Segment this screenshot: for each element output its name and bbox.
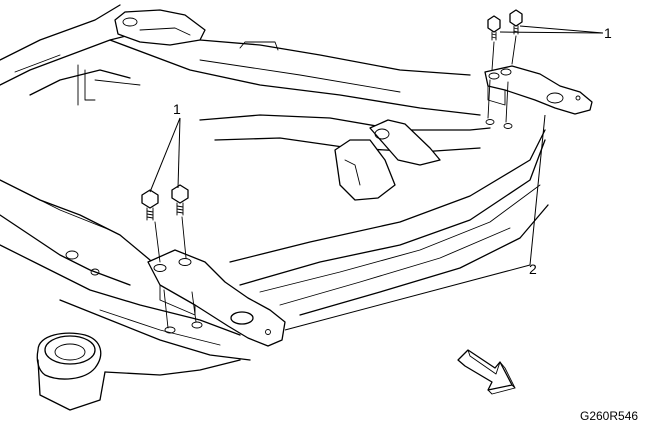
front-direction-arrow-icon: [457, 349, 516, 395]
bolt-upper-b: [509, 9, 523, 35]
bolts-lower-pair: [141, 184, 197, 329]
bolt-upper-a: [487, 15, 501, 41]
callout-label-bolts-upper: 1: [604, 25, 612, 41]
bolt-lower-b: [171, 184, 189, 216]
callout-label-bolts-lower: 1: [173, 101, 181, 117]
bracket-lower-left: [147, 249, 286, 347]
callout-label-brackets: 2: [529, 261, 537, 277]
figure-id: G260R546: [580, 409, 638, 423]
bolt-lower-a: [141, 189, 159, 221]
bolts-upper-pair: [487, 9, 523, 123]
bracket-upper-right: [484, 65, 593, 129]
frame-assembly: [0, 4, 549, 411]
leader-lines: [149, 25, 604, 331]
